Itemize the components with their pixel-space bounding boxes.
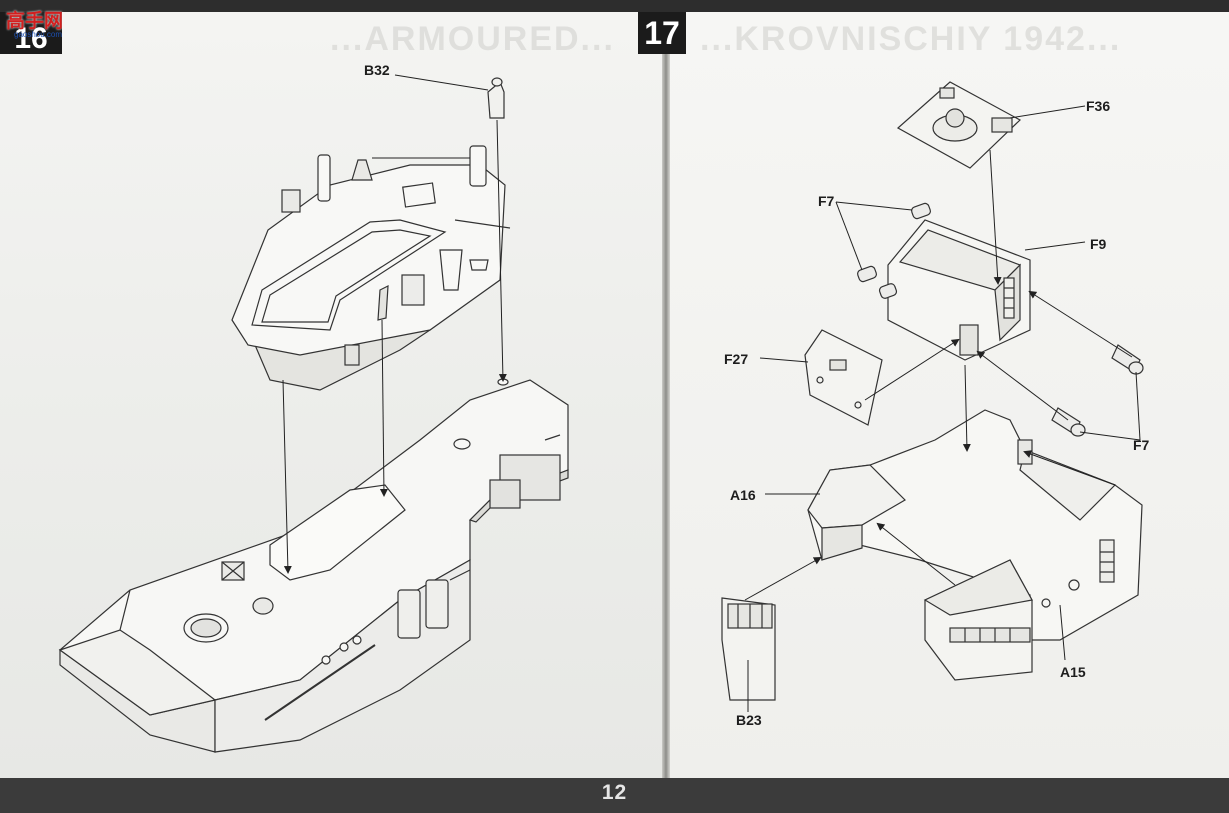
step17-arrows bbox=[744, 105, 1141, 712]
top-dark-edge bbox=[0, 0, 1229, 12]
part-f36 bbox=[896, 81, 1022, 169]
part-f27 bbox=[804, 329, 883, 426]
label-b32: B32 bbox=[364, 62, 390, 78]
watermark-logo: 高手网 bbox=[6, 11, 64, 32]
part-f7 bbox=[857, 202, 1144, 437]
label-b23: B23 bbox=[736, 712, 762, 728]
label-f7-top: F7 bbox=[818, 193, 835, 209]
label-f7-bottom: F7 bbox=[1133, 437, 1150, 453]
part-b32 bbox=[487, 77, 505, 119]
step-number-16: 16 bbox=[0, 12, 62, 54]
step16-bridge-deck bbox=[231, 145, 511, 391]
part-hull-lower bbox=[807, 409, 1143, 641]
label-f36: F36 bbox=[1086, 98, 1111, 114]
bottom-dark-edge bbox=[0, 778, 1229, 813]
bleed-through-text-left: ...ARMOURED... bbox=[330, 20, 615, 58]
step-number-17: 17 bbox=[638, 12, 686, 54]
book-spine bbox=[662, 12, 670, 778]
page-number: 12 bbox=[601, 781, 628, 804]
watermark-url: gaoshou.com bbox=[14, 30, 63, 39]
label-f27: F27 bbox=[724, 351, 749, 367]
step16-hull-deck bbox=[58, 378, 569, 753]
step16-arrows bbox=[282, 74, 507, 574]
label-f9: F9 bbox=[1090, 236, 1107, 252]
bleed-through-text-right: ...KROVNISCHIY 1942... bbox=[700, 20, 1122, 58]
part-a15-front bbox=[923, 559, 1033, 681]
part-b23 bbox=[721, 597, 776, 701]
label-a16: A16 bbox=[730, 487, 756, 503]
label-a15: A15 bbox=[1060, 664, 1086, 680]
part-f9 bbox=[887, 219, 1031, 361]
